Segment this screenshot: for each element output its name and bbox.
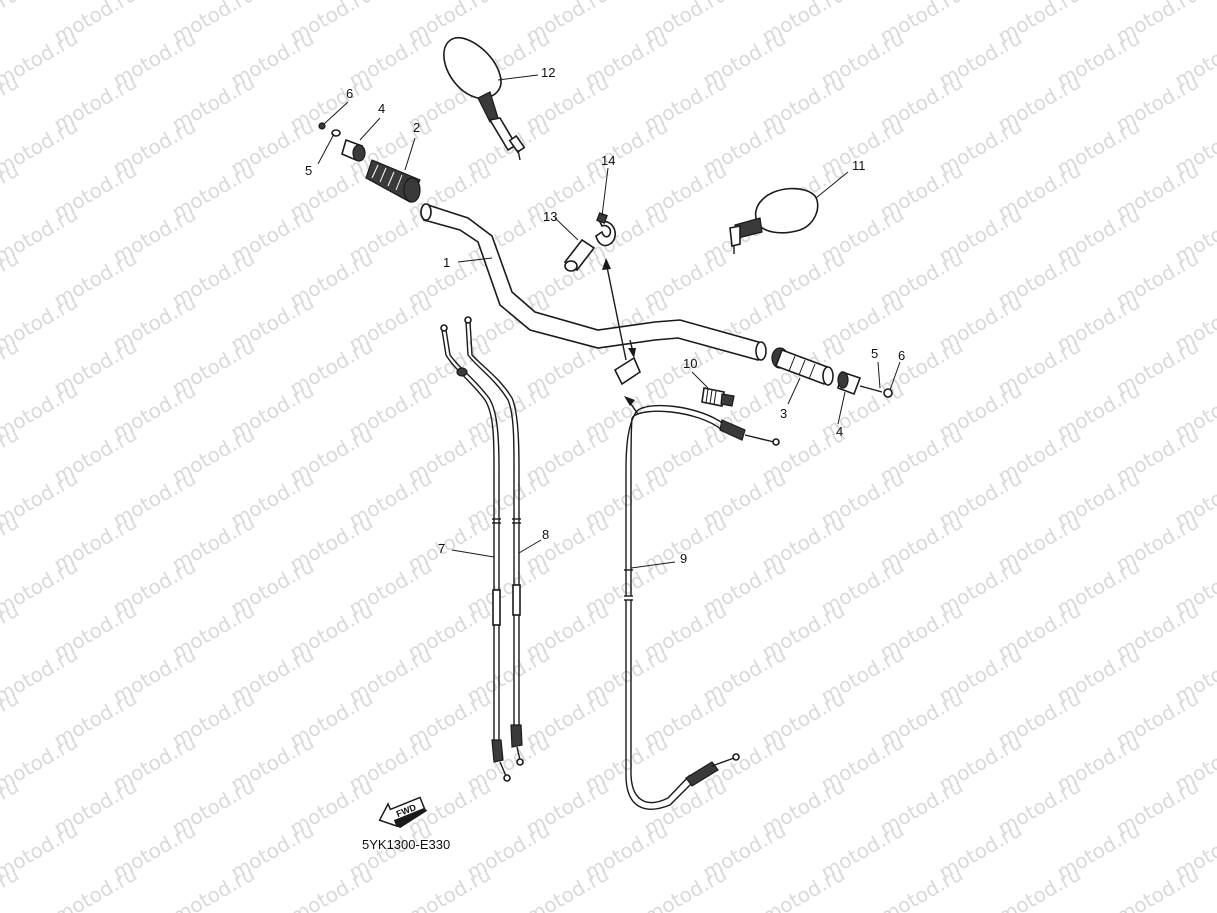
- callout-11: 11: [852, 158, 866, 173]
- forward-arrow: FWD: [378, 796, 428, 829]
- callout-12: 12: [541, 65, 555, 80]
- watermark-text: motod.ru: [404, 862, 495, 913]
- watermark-text: motod.ru: [994, 862, 1085, 913]
- handlebar: [420, 203, 767, 361]
- callout-1: 1: [443, 255, 450, 270]
- clamp-arrow: [602, 258, 627, 361]
- callout-2: 2: [413, 120, 420, 135]
- watermark-text: motod.ru: [50, 862, 141, 913]
- right-grip: [771, 347, 834, 386]
- callout-7: 7: [438, 541, 445, 556]
- watermark-text: motod.ru: [168, 862, 259, 913]
- callout-3: 3: [780, 406, 787, 421]
- callout-13: 13: [543, 209, 557, 224]
- cable-adjuster: [701, 387, 735, 407]
- watermark-text: motod.ru: [0, 0, 23, 48]
- watermark-text: motod.ru: [522, 862, 613, 913]
- callout-4-right: 4: [836, 424, 843, 439]
- left-bar-end-weight: [318, 122, 366, 162]
- right-bar-end-weight: [837, 370, 893, 398]
- right-mirror: [729, 187, 819, 254]
- callout-4-left: 4: [378, 101, 385, 116]
- watermark-text: motod.ru: [286, 862, 377, 913]
- lever-holder: [613, 339, 641, 386]
- diagram-code: 5YK1300-E330: [362, 837, 450, 852]
- callout-8: 8: [542, 527, 549, 542]
- callout-5-right: 5: [871, 346, 878, 361]
- cable-clamp: [595, 212, 616, 247]
- callout-labels: 1 2 3 4 4 5 5 6 6 7 8 9 10 11 12 13 14: [305, 65, 905, 566]
- callout-6-left: 6: [346, 86, 353, 101]
- watermark-text: motod.ru: [1112, 862, 1203, 913]
- watermark-text: motod.ru: [876, 862, 967, 913]
- watermark-text: motod.ru: [758, 862, 849, 913]
- watermark-text: motod.ru: [640, 862, 731, 913]
- throttle-cables: [440, 316, 524, 782]
- callout-10: 10: [683, 356, 697, 371]
- left-grip: [365, 159, 421, 203]
- left-mirror: [443, 37, 526, 161]
- clutch-cable: [624, 396, 780, 810]
- callout-6-right: 6: [898, 348, 905, 363]
- leader-lines: [317, 74, 901, 569]
- collar: [563, 238, 596, 272]
- callout-5-left: 5: [305, 163, 312, 178]
- callout-14: 14: [601, 153, 615, 168]
- callout-9: 9: [680, 551, 687, 566]
